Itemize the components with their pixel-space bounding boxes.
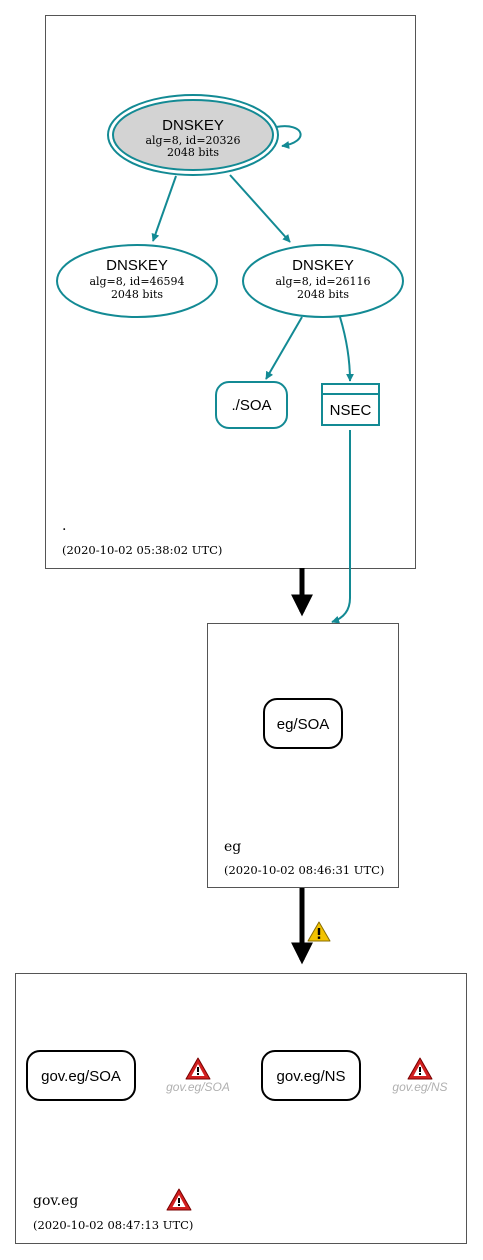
dnskey-zsk1-alg: alg=8, id=46594: [89, 275, 184, 288]
rrset-gov-eg-soa-label: gov.eg/SOA: [41, 1068, 121, 1085]
rrset-gov-eg-ns[interactable]: gov.eg/NS: [261, 1050, 361, 1101]
dnskey-zsk2-alg: alg=8, id=26116: [275, 275, 370, 288]
dnskey-zsk1-bits: 2048 bits: [111, 288, 163, 301]
zone-eg: eg/SOA eg (2020-10-02 08:46:31 UTC): [207, 623, 399, 888]
zone-gov-eg-timestamp: (2020-10-02 08:47:13 UTC): [33, 1218, 193, 1232]
edge-zsk-to-nsec: [339, 316, 354, 382]
zone-root-name: .: [62, 518, 66, 534]
warning-icon[interactable]: [307, 921, 331, 942]
zone-root: DNSKEY alg=8, id=20326 2048 bits DNSKEY …: [45, 15, 416, 569]
zone-root-timestamp: (2020-10-02 05:38:02 UTC): [62, 543, 222, 557]
edge-ksk-self-signature: [275, 125, 302, 149]
error-icon[interactable]: [407, 1057, 433, 1080]
error-icon[interactable]: [166, 1188, 192, 1211]
dnskey-zsk-26116[interactable]: DNSKEY alg=8, id=26116 2048 bits: [242, 244, 404, 318]
edge-nsec-to-eg-zone: [331, 430, 351, 624]
dnskey-zsk2-title: DNSKEY: [292, 257, 354, 274]
dnskey-zsk-46594[interactable]: DNSKEY alg=8, id=46594 2048 bits: [56, 244, 218, 318]
rrset-eg-soa[interactable]: eg/SOA: [263, 698, 343, 749]
dnskey-ksk-alg: alg=8, id=20326: [145, 134, 240, 147]
rrset-gov-eg-ns-label: gov.eg/NS: [277, 1068, 346, 1085]
dnskey-ksk-bits: 2048 bits: [167, 146, 219, 159]
edge-zsk-to-root-soa: [265, 316, 303, 380]
dnskey-zsk2-bits: 2048 bits: [297, 288, 349, 301]
nsec-record[interactable]: NSEC: [321, 383, 380, 426]
nsec-label: NSEC: [330, 402, 372, 419]
error-icon[interactable]: [185, 1057, 211, 1080]
missing-gov-eg-ns-label: gov.eg/NS: [392, 1080, 447, 1094]
rrset-root-soa[interactable]: ./SOA: [215, 381, 288, 429]
zone-gov-eg-box: [15, 973, 467, 1244]
dnskey-ksk-title: DNSKEY: [162, 117, 224, 134]
zone-gov-eg: gov.eg/SOA gov.eg/SOA gov.eg/NS gov.eg/N…: [15, 973, 467, 1244]
zone-eg-name: eg: [224, 839, 241, 855]
rrset-root-soa-label: ./SOA: [231, 397, 271, 414]
zone-eg-box: [207, 623, 399, 888]
dnskey-zsk1-title: DNSKEY: [106, 257, 168, 274]
rrset-eg-soa-label: eg/SOA: [277, 716, 330, 733]
rrset-gov-eg-soa[interactable]: gov.eg/SOA: [26, 1050, 136, 1101]
missing-gov-eg-soa-label: gov.eg/SOA: [166, 1080, 230, 1094]
dnskey-ksk-20326[interactable]: DNSKEY alg=8, id=20326 2048 bits: [107, 94, 279, 176]
zone-gov-eg-name: gov.eg: [33, 1193, 78, 1209]
edge-ksk-to-zsk-46594: [151, 175, 177, 242]
zone-eg-timestamp: (2020-10-02 08:46:31 UTC): [224, 863, 384, 877]
edge-ksk-to-zsk-26116: [229, 174, 291, 243]
